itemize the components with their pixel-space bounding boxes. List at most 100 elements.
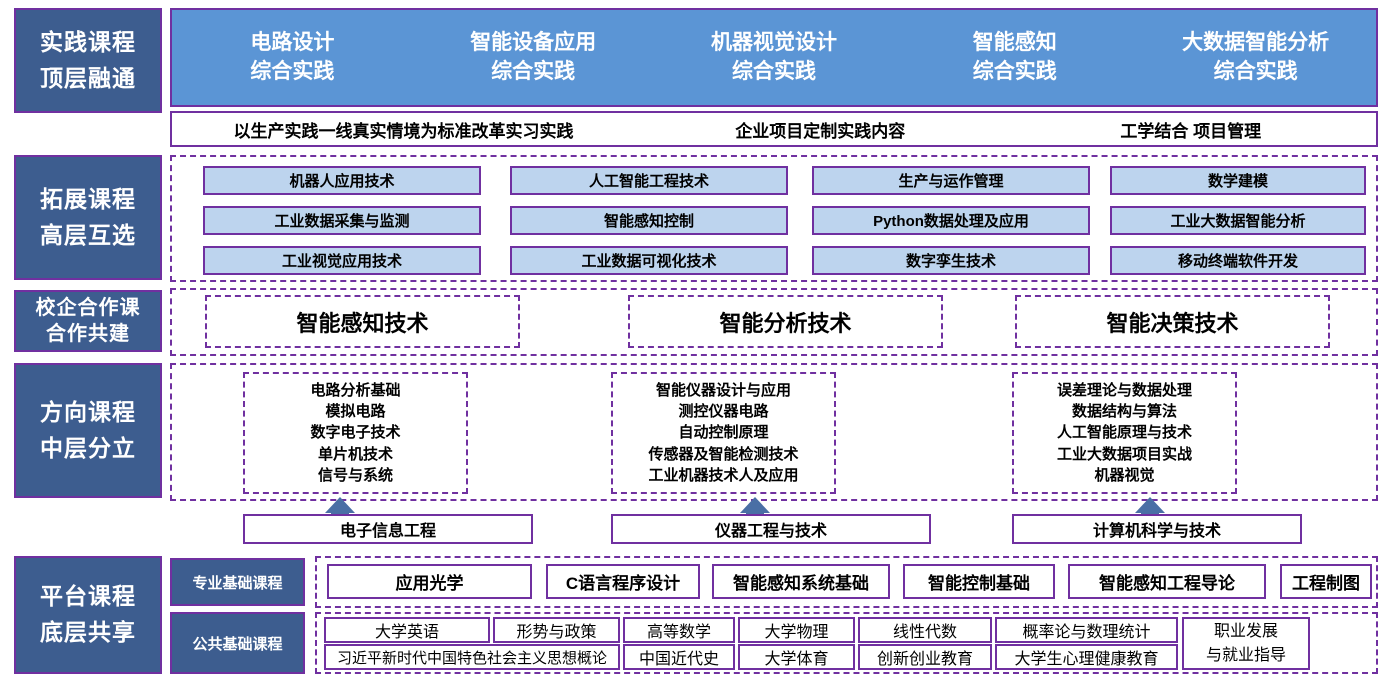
direction-group-3[interactable]: 误差理论与数据处理 数据结构与算法 人工智能原理与技术 工业大数据项目实战 机器… (1012, 372, 1237, 494)
direction-group-1-course-1: 电路分析基础 (310, 381, 401, 399)
public-course-1-top[interactable]: 大学英语 (324, 617, 490, 643)
category-label-extension-line2: 高层互选 (40, 221, 136, 248)
category-label-platform-line1: 平台课程 (40, 583, 136, 610)
practice-course-3-line1: 机器视觉设计 (710, 31, 837, 55)
direction-group-3-course-3: 人工智能原理与技术 (1056, 424, 1192, 442)
category-label-cooperation-line2: 合作共建 (46, 323, 130, 345)
category-label-direction-line1: 方向课程 (40, 398, 136, 425)
direction-major-1[interactable]: 电子信息工程 (243, 514, 533, 544)
direction-group-1-course-2: 模拟电路 (325, 403, 386, 421)
direction-section (170, 363, 1378, 501)
practice-strip-item-2: 企业项目定制实践内容 (735, 121, 906, 141)
practice-banner: 电路设计 综合实践 智能设备应用 综合实践 机器视觉设计 综合实践 智能感知 综… (170, 8, 1378, 107)
cooperation-item-2[interactable]: 智能分析技术 (628, 295, 943, 348)
practice-course-3-line2: 综合实践 (731, 59, 816, 83)
category-label-practice-line2: 顶层融通 (40, 64, 136, 91)
category-label-practice: 实践课程 顶层融通 (14, 8, 162, 113)
category-label-extension-line1: 拓展课程 (40, 185, 136, 212)
practice-course-1[interactable]: 电路设计 综合实践 (172, 29, 413, 86)
public-course-5-bottom[interactable]: 大学生心理健康教育 (995, 644, 1178, 670)
platform-professional-label: 专业基础课程 (170, 558, 305, 606)
platform-public-label: 公共基础课程 (170, 612, 305, 674)
arrow-up-icon (740, 497, 770, 513)
direction-group-3-course-2: 数据结构与算法 (1071, 403, 1177, 421)
direction-major-3[interactable]: 计算机科学与技术 (1012, 514, 1302, 544)
extension-course-3-1[interactable]: 生产与运作管理 (812, 166, 1090, 195)
public-career-line1: 职业发展 (1213, 622, 1278, 640)
public-career-line2: 与就业指导 (1205, 646, 1286, 664)
platform-professional-section (315, 556, 1378, 608)
extension-course-2-2[interactable]: 智能感知控制 (510, 206, 788, 235)
cooperation-item-3[interactable]: 智能决策技术 (1015, 295, 1330, 348)
practice-strip-item-3: 工学结合 项目管理 (1120, 121, 1262, 141)
extension-course-4-2[interactable]: 工业大数据智能分析 (1110, 206, 1366, 235)
public-course-2-top[interactable]: 形势与政策 (493, 617, 620, 643)
arrow-up-icon (1135, 497, 1165, 513)
direction-group-1-course-4: 单片机技术 (317, 445, 393, 463)
professional-course-2[interactable]: C语言程序设计 (546, 564, 700, 599)
practice-course-3[interactable]: 机器视觉设计 综合实践 (654, 29, 895, 86)
extension-course-2-3[interactable]: 工业数据可视化技术 (510, 246, 788, 275)
practice-course-4-line2: 综合实践 (972, 59, 1057, 83)
public-course-3-top[interactable]: 高等数学 (623, 617, 735, 643)
professional-course-1[interactable]: 应用光学 (327, 564, 532, 599)
extension-course-3-3[interactable]: 数字孪生技术 (812, 246, 1090, 275)
category-label-platform: 平台课程 底层共享 (14, 556, 162, 674)
extension-course-4-3[interactable]: 移动终端软件开发 (1110, 246, 1366, 275)
practice-course-5[interactable]: 大数据智能分析 综合实践 (1135, 29, 1376, 86)
extension-course-1-1[interactable]: 机器人应用技术 (203, 166, 481, 195)
category-label-platform-line2: 底层共享 (40, 619, 136, 645)
extension-section (170, 155, 1378, 282)
practice-course-2-line2: 综合实践 (491, 59, 576, 83)
direction-group-3-course-5: 机器视觉 (1094, 466, 1155, 484)
category-label-cooperation-line1: 校企合作课 (35, 297, 141, 319)
category-label-direction-line2: 中层分立 (40, 434, 136, 461)
direction-major-2[interactable]: 仪器工程与技术 (611, 514, 931, 544)
category-label-extension: 拓展课程 高层互选 (14, 155, 162, 280)
platform-public-section (315, 612, 1378, 674)
extension-course-1-3[interactable]: 工业视觉应用技术 (203, 246, 481, 275)
public-course-5-top[interactable]: 线性代数 (858, 617, 992, 643)
practice-course-4[interactable]: 智能感知 综合实践 (894, 29, 1135, 86)
public-course-4-top[interactable]: 大学物理 (738, 617, 855, 643)
direction-group-2-course-2: 测控仪器电路 (678, 403, 769, 421)
direction-group-3-course-1: 误差理论与数据处理 (1056, 381, 1192, 399)
practice-course-2[interactable]: 智能设备应用 综合实践 (413, 29, 654, 86)
arrow-up-icon (325, 497, 355, 513)
professional-course-4[interactable]: 智能控制基础 (903, 564, 1055, 599)
professional-course-5[interactable]: 智能感知工程导论 (1068, 564, 1266, 599)
public-course-4-bottom[interactable]: 创新创业教育 (858, 644, 992, 670)
practice-course-2-line1: 智能设备应用 (470, 31, 597, 55)
direction-group-2-course-4: 传感器及智能检测技术 (648, 445, 799, 463)
practice-course-4-line1: 智能感知 (972, 31, 1057, 55)
public-course-6-top[interactable]: 概率论与数理统计 (995, 617, 1178, 643)
practice-course-5-line2: 综合实践 (1213, 59, 1298, 83)
direction-group-1-course-5: 信号与系统 (317, 466, 393, 484)
direction-group-1[interactable]: 电路分析基础 模拟电路 数字电子技术 单片机技术 信号与系统 (243, 372, 468, 494)
practice-course-1-line2: 综合实践 (250, 59, 335, 83)
category-label-cooperation: 校企合作课 合作共建 (14, 290, 162, 352)
practice-strip-item-1: 以生产实践一线真实情境为标准改革实习实践 (233, 121, 574, 141)
practice-course-1-line1: 电路设计 (250, 31, 335, 55)
direction-group-2-course-5: 工业机器技术人及应用 (648, 466, 799, 484)
direction-group-3-course-4: 工业大数据项目实战 (1056, 445, 1192, 463)
practice-strip: 以生产实践一线真实情境为标准改革实习实践 企业项目定制实践内容 工学结合 项目管… (170, 111, 1378, 147)
extension-course-1-2[interactable]: 工业数据采集与监测 (203, 206, 481, 235)
cooperation-section (170, 288, 1378, 356)
professional-course-6[interactable]: 工程制图 (1280, 564, 1372, 599)
public-course-3-bottom[interactable]: 大学体育 (738, 644, 855, 670)
public-career-box[interactable]: 职业发展 与就业指导 (1182, 617, 1310, 670)
cooperation-item-1[interactable]: 智能感知技术 (205, 295, 520, 348)
extension-course-4-1[interactable]: 数学建模 (1110, 166, 1366, 195)
practice-course-5-line1: 大数据智能分析 (1182, 31, 1330, 55)
category-label-practice-line1: 实践课程 (40, 28, 136, 55)
direction-group-2[interactable]: 智能仪器设计与应用 测控仪器电路 自动控制原理 传感器及智能检测技术 工业机器技… (611, 372, 836, 494)
professional-course-3[interactable]: 智能感知系统基础 (712, 564, 890, 599)
category-label-direction: 方向课程 中层分立 (14, 363, 162, 498)
extension-course-3-2[interactable]: Python数据处理及应用 (812, 206, 1090, 235)
direction-group-1-course-3: 数字电子技术 (310, 424, 401, 442)
extension-course-2-1[interactable]: 人工智能工程技术 (510, 166, 788, 195)
direction-group-2-course-3: 自动控制原理 (678, 424, 769, 442)
public-course-2-bottom[interactable]: 中国近代史 (623, 644, 735, 670)
public-course-1-bottom[interactable]: 习近平新时代中国特色社会主义思想概论 (324, 644, 620, 670)
